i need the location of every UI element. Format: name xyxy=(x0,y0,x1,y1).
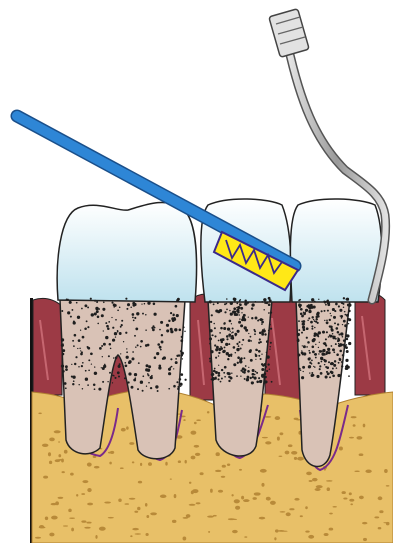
dental-plaque-cleaning-illustration xyxy=(0,0,393,543)
